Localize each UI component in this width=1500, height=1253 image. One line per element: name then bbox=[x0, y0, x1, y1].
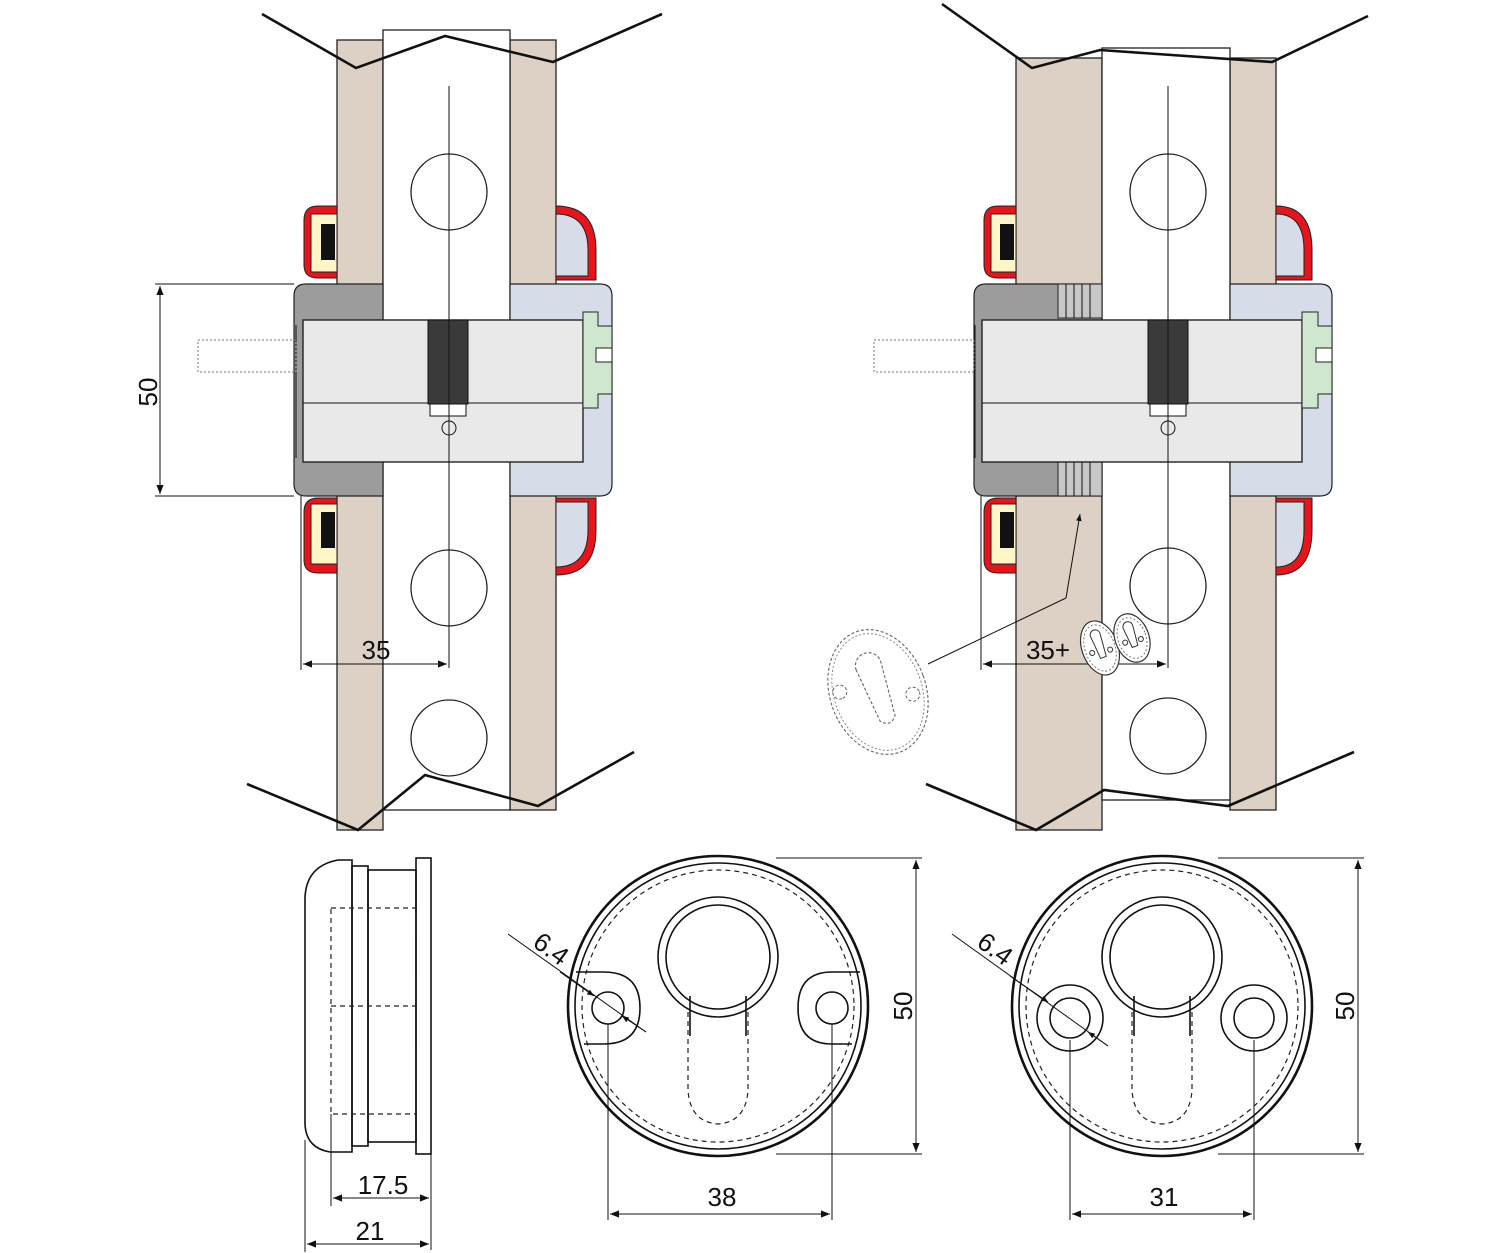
spacer-leader-arrow bbox=[1065, 513, 1082, 599]
cam-slot bbox=[429, 403, 467, 417]
break-line-top bbox=[941, 2, 1369, 70]
profile-flange bbox=[415, 857, 432, 1155]
dim-protrusion-label: 35 bbox=[362, 635, 391, 665]
keyhole-top-inner bbox=[665, 904, 771, 1010]
dim-spacing-label: 38 bbox=[708, 1182, 737, 1212]
screw-hole-left bbox=[1049, 997, 1091, 1039]
screw-lug-right bbox=[797, 971, 860, 1045]
rosette-outer-top-block bbox=[1000, 224, 1014, 260]
dim-height-label: 50 bbox=[133, 378, 163, 407]
rosette-hidden-circle bbox=[1025, 869, 1299, 1143]
rosette-inner-bottom-fill bbox=[555, 501, 589, 568]
dim-6-4-leader bbox=[507, 933, 647, 1033]
door-hole-bottom bbox=[410, 699, 488, 777]
rosette-outer-bottom-block bbox=[1000, 512, 1014, 548]
break-line-top bbox=[261, 12, 663, 70]
spindle-stub bbox=[197, 339, 297, 373]
spindle-stub bbox=[873, 339, 975, 373]
cylinder-plug-slot bbox=[1315, 347, 1333, 363]
dim-hole-label: 6.4 bbox=[972, 926, 1019, 972]
break-line-bottom bbox=[246, 750, 635, 832]
profile-ring bbox=[367, 869, 417, 1143]
rosette-side-profile: 17.5 21 bbox=[304, 857, 432, 1252]
dim-6-4-arrow-a bbox=[1009, 975, 1049, 1003]
rosette-hidden-circle bbox=[581, 869, 855, 1143]
dim-protrusion-extended-label: 35+ bbox=[1026, 635, 1070, 665]
keyhole-top-outer bbox=[1101, 896, 1223, 1018]
screw-hole-right bbox=[815, 991, 849, 1025]
dim-6-4-arrow-a bbox=[559, 971, 595, 997]
dim-6-4-arrow-b bbox=[1087, 1031, 1109, 1047]
dim-hole-label: 6.4 bbox=[528, 926, 575, 972]
dim-spacing-label: 31 bbox=[1150, 1182, 1179, 1212]
keyhole-top-inner bbox=[1109, 904, 1215, 1010]
spacer-ring-bottom bbox=[1057, 461, 1103, 497]
rosette-front-view-b: 6.4 31 50 bbox=[951, 854, 1364, 1220]
rosette-outer-circle bbox=[1010, 854, 1314, 1158]
spacer-ring-top bbox=[1057, 283, 1103, 319]
cylinder-body bbox=[981, 319, 1303, 463]
door-hole-bottom bbox=[1129, 697, 1207, 775]
installation-view-standard: 50 35 bbox=[133, 12, 663, 832]
dim-6-4-arrow-b bbox=[621, 1015, 647, 1033]
installation-view-extended: 35+ bbox=[827, 2, 1369, 832]
rosette-inner-top-fill bbox=[555, 213, 589, 277]
spacer-illustration bbox=[827, 629, 929, 755]
spacer-icon-small bbox=[1113, 613, 1151, 663]
dim-diameter-label: 50 bbox=[888, 992, 918, 1021]
rosette-outer-circle bbox=[566, 854, 870, 1158]
dim-depth-inner-label: 17.5 bbox=[358, 1170, 409, 1200]
profile-hidden-cavity bbox=[330, 907, 417, 1115]
keyhole-top-outer bbox=[657, 896, 779, 1018]
keyhole-slot-hidden bbox=[1131, 1012, 1193, 1125]
rosette-outer-top-block bbox=[321, 224, 335, 260]
cam bbox=[427, 319, 469, 405]
keyhole-slot-outline bbox=[1133, 996, 1191, 1036]
keyhole-slot-outline bbox=[689, 996, 747, 1036]
screw-hole-right bbox=[1233, 997, 1275, 1039]
rosette-inner-bottom-fill bbox=[1275, 501, 1305, 568]
spacer-leader bbox=[927, 597, 1067, 665]
rosette-inner-circle bbox=[1018, 862, 1306, 1150]
rosette-front-view-a: 6.4 38 50 bbox=[507, 854, 922, 1220]
dim-diameter-label: 50 bbox=[1330, 992, 1360, 1021]
rosette-inner-circle bbox=[574, 862, 862, 1150]
rosette-outer-bottom-block bbox=[321, 512, 335, 548]
cylinder-plug-slot bbox=[595, 347, 613, 363]
keyhole-slot-hidden bbox=[687, 1012, 749, 1125]
break-line-bottom bbox=[925, 750, 1355, 832]
spacer-icon-small bbox=[1079, 620, 1121, 676]
profile-outline bbox=[304, 859, 353, 1153]
screw-lug-left bbox=[576, 971, 641, 1045]
rosette-inner-top-fill bbox=[1275, 213, 1305, 277]
dim-depth-outer-label: 21 bbox=[356, 1216, 385, 1246]
